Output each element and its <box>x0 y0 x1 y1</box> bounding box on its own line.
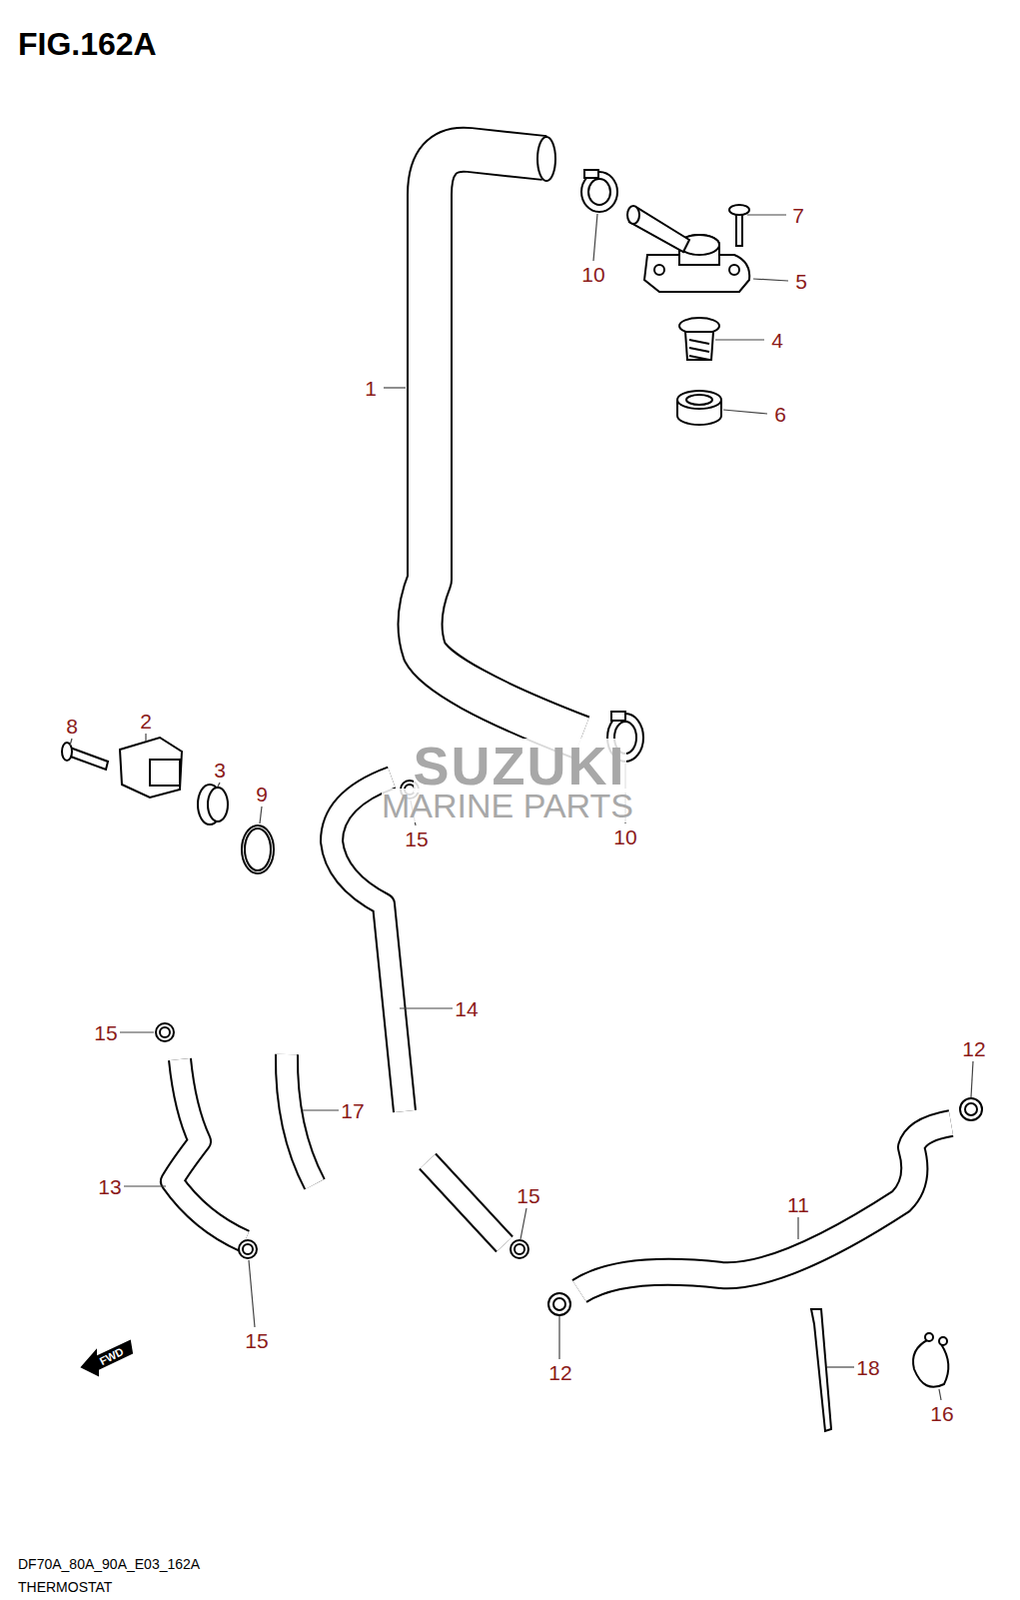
callout-number: 16 <box>928 1401 956 1425</box>
hose-clamp <box>581 169 618 212</box>
callout-number: 5 <box>793 269 810 293</box>
callout-number: 7 <box>790 203 807 227</box>
callout-number: 11 <box>785 1192 812 1216</box>
callout-number: 1 <box>362 376 379 400</box>
direction-label: FWD <box>97 1344 126 1367</box>
watermark: SUZUKI <box>413 738 627 793</box>
parts <box>61 169 983 1431</box>
figure-caption: DF70A_80A_90A_E03_162A <box>17 1556 200 1571</box>
figure-title: FIG.162A <box>17 25 157 63</box>
figure-caption: THERMOSTAT <box>17 1579 112 1594</box>
callout-number: 15 <box>91 1020 119 1044</box>
callout-number: 6 <box>772 402 789 426</box>
callout-number: 15 <box>402 827 430 851</box>
watermark: MARINE PARTS <box>381 788 634 823</box>
callout-number: 4 <box>769 328 786 352</box>
callout-number: 2 <box>137 709 154 733</box>
callout-number: 12 <box>546 1360 574 1384</box>
callout-number: 3 <box>211 758 228 782</box>
callout-number: 18 <box>854 1355 882 1379</box>
callout-number: 9 <box>253 782 270 806</box>
callout-number: 14 <box>452 997 480 1020</box>
callout-number: 10 <box>579 262 607 286</box>
callout-number: 10 <box>611 825 639 849</box>
leader-lines <box>69 213 974 1400</box>
callout-number: 15 <box>514 1183 542 1207</box>
hoses <box>171 136 952 1291</box>
callout-number: 8 <box>63 714 80 738</box>
callout-number: 12 <box>960 1036 988 1060</box>
callout-number: 15 <box>242 1328 270 1352</box>
callout-number: 17 <box>338 1098 366 1122</box>
callout-number: 13 <box>95 1174 123 1198</box>
